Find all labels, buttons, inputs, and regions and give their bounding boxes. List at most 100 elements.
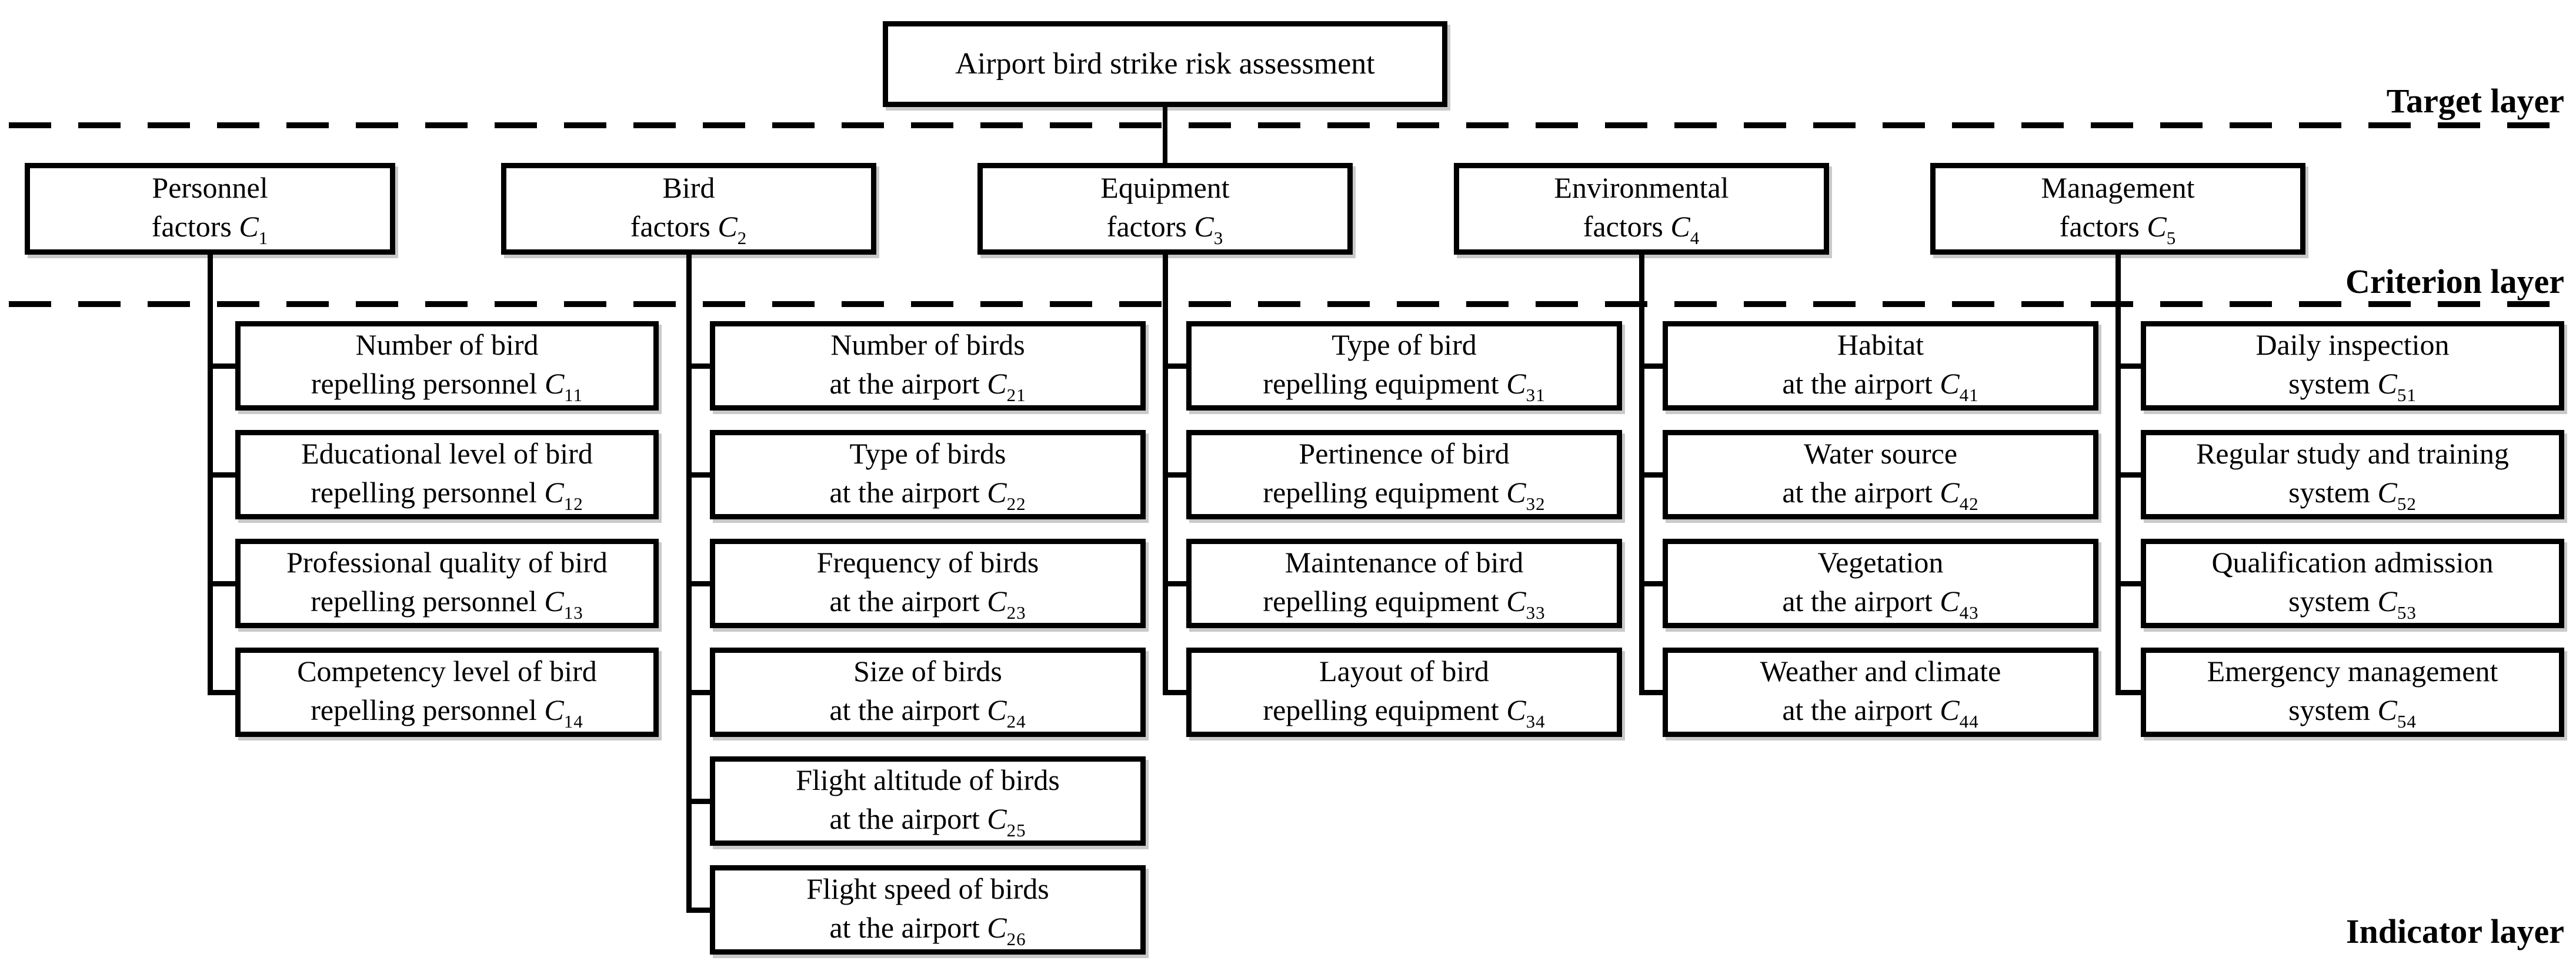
- indicator-c11-line2: repelling personnel C11: [311, 364, 583, 407]
- indicator-c54-subscript: 54: [2397, 711, 2417, 732]
- indicator-c24-symbol: C: [987, 693, 1007, 726]
- stub-c14: [210, 690, 235, 695]
- criterion-c2-subscript: 2: [737, 227, 748, 248]
- indicator-c31-line2: repelling equipment C31: [1263, 364, 1545, 407]
- indicator-c52-line2: system C52: [2288, 473, 2417, 516]
- indicator-c44-subscript: 44: [1959, 711, 1979, 732]
- indicator-c33-line2-text: repelling equipment: [1263, 584, 1499, 618]
- criterion-c3-line2-text: factors: [1106, 209, 1187, 243]
- indicator-c32-line1: Pertinence of bird: [1299, 436, 1510, 470]
- indicator-c11-line2-text: repelling personnel: [311, 366, 538, 400]
- indicator-c44-line2: at the airport C44: [1782, 691, 1978, 733]
- indicator-c42-line1: Water source: [1803, 436, 1958, 470]
- criterion-c2-line2: factors C2: [630, 207, 747, 250]
- indicator-c53-line2-text: system: [2288, 584, 2371, 618]
- criterion-c5-line1: Management: [2041, 171, 2195, 204]
- indicator-c11-line1: Number of bird: [355, 328, 539, 361]
- criterion-c1-symbol: C: [239, 209, 259, 243]
- indicator-c51-subscript: 51: [2397, 384, 2417, 405]
- indicator-c32-line2: repelling equipment C32: [1263, 473, 1545, 516]
- indicator-c53-subscript: 53: [2397, 602, 2417, 623]
- indicator-c23-line1: Frequency of birds: [816, 545, 1039, 579]
- indicator-c14-subscript: 14: [563, 711, 583, 732]
- indicator-c12-line2-text: repelling personnel: [311, 475, 537, 509]
- stub-c11: [210, 363, 235, 369]
- stub-c22: [689, 472, 710, 478]
- criterion-c1-line2-text: factors: [151, 209, 232, 243]
- criterion-layer-divider: [9, 301, 2567, 307]
- indicator-c23-subscript: 23: [1006, 602, 1026, 623]
- indicator-c23-line2-text: at the airport: [829, 584, 980, 618]
- indicator-c22-line2-text: at the airport: [829, 475, 980, 509]
- indicator-c43-symbol: C: [1940, 584, 1960, 618]
- indicator-c52-line2-text: system: [2288, 475, 2371, 509]
- criterion-c5-symbol: C: [2147, 209, 2167, 243]
- indicator-c41-line1: Habitat: [1837, 328, 1924, 361]
- indicator-c25-line2: at the airport C25: [829, 799, 1026, 842]
- criterion-c3-line2: factors C3: [1107, 207, 1223, 250]
- stub-c23: [689, 581, 710, 586]
- criterion-c1-line2: factors C1: [152, 207, 268, 250]
- indicator-c21-symbol: C: [987, 366, 1007, 400]
- indicator-c52-line1: Regular study and training: [2196, 436, 2509, 470]
- indicator-c13-subscript: 13: [563, 602, 583, 623]
- indicator-c32-line2-text: repelling equipment: [1263, 475, 1499, 509]
- indicator-c43-line2-text: at the airport: [1782, 584, 1933, 618]
- stub-c41: [1641, 363, 1663, 369]
- indicator-c14-line1: Competency level of bird: [297, 654, 597, 688]
- indicator-c43-subscript: 43: [1959, 602, 1979, 623]
- stub-c26: [689, 908, 710, 913]
- indicator-c41-subscript: 41: [1959, 384, 1979, 405]
- stub-c12: [210, 472, 235, 478]
- stub-c52: [2118, 472, 2141, 478]
- target-box-label: Airport bird strike risk assessment: [955, 47, 1375, 81]
- target-layer-divider: [9, 122, 2567, 128]
- indicator-c12-symbol: C: [544, 475, 564, 509]
- indicator-c21-line2: at the airport C21: [829, 364, 1026, 407]
- indicator-c34-subscript: 34: [1526, 711, 1546, 732]
- indicator-layer-label: Indicator layer: [2345, 912, 2564, 950]
- indicator-c22-line1: Type of birds: [849, 436, 1006, 470]
- indicator-c12-line2: repelling personnel C12: [311, 473, 583, 516]
- indicator-c11-symbol: C: [544, 366, 565, 400]
- indicator-c44-line2-text: at the airport: [1782, 693, 1933, 726]
- criterion-c2-line1: Bird: [662, 171, 715, 204]
- stub-c54: [2118, 690, 2141, 695]
- indicator-c34-symbol: C: [1506, 693, 1526, 726]
- stub-c24: [689, 690, 710, 695]
- indicator-c41-line2: at the airport C41: [1782, 364, 1978, 407]
- criterion-c2-symbol: C: [718, 209, 738, 243]
- indicator-c25-line1: Flight altitude of birds: [796, 763, 1060, 796]
- indicator-c22-line2: at the airport C22: [829, 473, 1026, 516]
- indicator-c54-line2: system C54: [2288, 691, 2417, 733]
- indicator-c34-line2: repelling equipment C34: [1263, 691, 1545, 733]
- stub-c53: [2118, 581, 2141, 586]
- criterion-c2-line2-text: factors: [630, 209, 710, 243]
- indicator-c42-line2-text: at the airport: [1782, 475, 1933, 509]
- indicator-c33-line2: repelling equipment C33: [1263, 582, 1545, 625]
- criterion-c4-line2-text: factors: [1583, 209, 1663, 243]
- indicator-c42-line2: at the airport C42: [1782, 473, 1978, 516]
- indicator-c26-line2: at the airport C26: [829, 908, 1026, 951]
- indicator-c54-line2-text: system: [2288, 693, 2371, 726]
- indicator-c12-subscript: 12: [563, 493, 583, 514]
- indicator-c51-line2-text: system: [2288, 366, 2371, 400]
- indicator-c32-subscript: 32: [1526, 493, 1546, 514]
- criterion-c3-subscript: 3: [1213, 227, 1224, 248]
- indicator-c31-symbol: C: [1506, 366, 1526, 400]
- stub-c34: [1165, 690, 1186, 695]
- indicator-c53-line1: Qualification admission: [2211, 545, 2494, 579]
- connector-title-to-equipment: [1163, 106, 1167, 164]
